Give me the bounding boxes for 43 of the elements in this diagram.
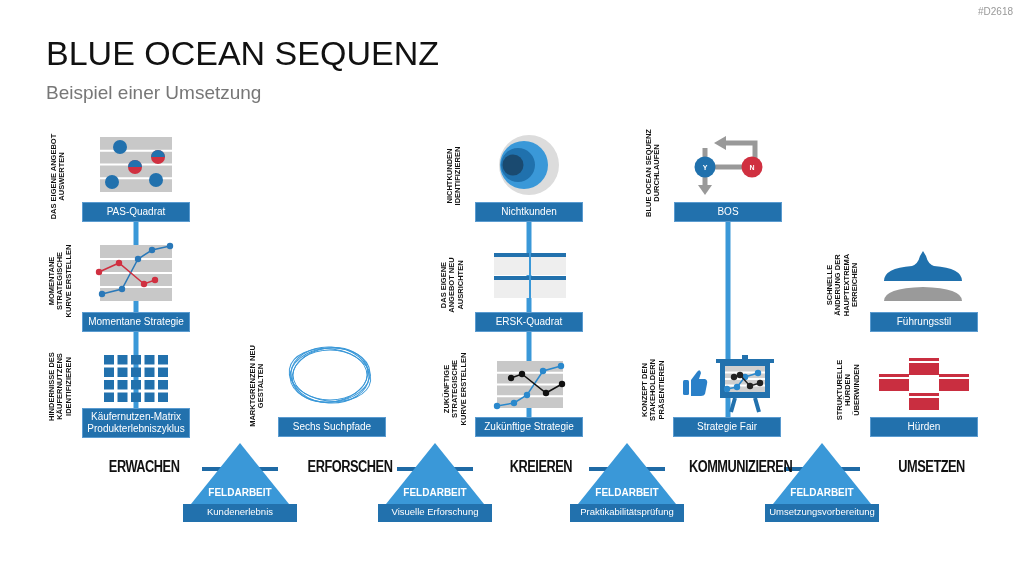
pyramid-heading: FELDARBEIT bbox=[402, 487, 468, 498]
pyramid-heading: FELDARBEIT bbox=[594, 487, 660, 498]
phase-label: KREIEREN bbox=[509, 458, 572, 476]
phase-label: ERWACHEN bbox=[108, 458, 180, 476]
box-label: ERSK-Quadrat bbox=[495, 316, 563, 328]
pyramid-label: Praktikabilitätsprüfung bbox=[579, 506, 675, 517]
label-box bbox=[674, 202, 782, 222]
label-box bbox=[278, 417, 386, 437]
fieldwork-pyramid bbox=[570, 443, 684, 522]
label-box bbox=[870, 417, 978, 437]
box-label: Sechs Suchpfade bbox=[292, 421, 372, 433]
box-label: Hürden bbox=[907, 421, 941, 433]
box-label: Zukünftige Strategie bbox=[484, 421, 574, 433]
connector-line bbox=[526, 222, 532, 312]
label-box bbox=[475, 417, 583, 437]
box-label: Käufernutzen-Matrix bbox=[90, 411, 181, 423]
phase-label: ERFORSCHEN bbox=[307, 458, 392, 476]
label-box bbox=[870, 312, 978, 332]
phase-label: UMSETZEN bbox=[898, 458, 965, 476]
box-label: Nichtkunden bbox=[501, 206, 557, 218]
subtitle: Beispiel einer Umsetzung bbox=[46, 82, 262, 104]
pyramid-heading: FELDARBEIT bbox=[207, 487, 273, 498]
pyramid-heading: FELDARBEIT bbox=[789, 487, 855, 498]
box-label: Führungsstil bbox=[896, 316, 952, 328]
slide-number: #D2618 bbox=[978, 6, 1014, 17]
label-box bbox=[475, 312, 583, 332]
pyramid-label: Visuelle Erforschung bbox=[390, 506, 480, 517]
connector-line bbox=[133, 332, 139, 408]
label-box bbox=[82, 312, 190, 332]
label-box bbox=[475, 202, 583, 222]
label-box bbox=[82, 408, 190, 438]
pyramid-label: Kundenerlebnis bbox=[206, 506, 274, 517]
phase-label: KOMMUNIZIEREN bbox=[689, 458, 793, 476]
box-label: Strategie Fair bbox=[697, 421, 757, 433]
box-label: Momentane Strategie bbox=[88, 316, 184, 328]
title: BLUE OCEAN SEQUENZ bbox=[46, 34, 439, 73]
box-label: BOS bbox=[717, 206, 739, 218]
label-box bbox=[673, 417, 781, 437]
box-label: PAS-Quadrat bbox=[106, 206, 166, 218]
label-box bbox=[82, 202, 190, 222]
box-label: Produkterlebniszyklus bbox=[87, 423, 185, 435]
pyramid-label: Umsetzungsvorbereitung bbox=[768, 506, 876, 517]
fieldwork-pyramid bbox=[183, 443, 297, 522]
